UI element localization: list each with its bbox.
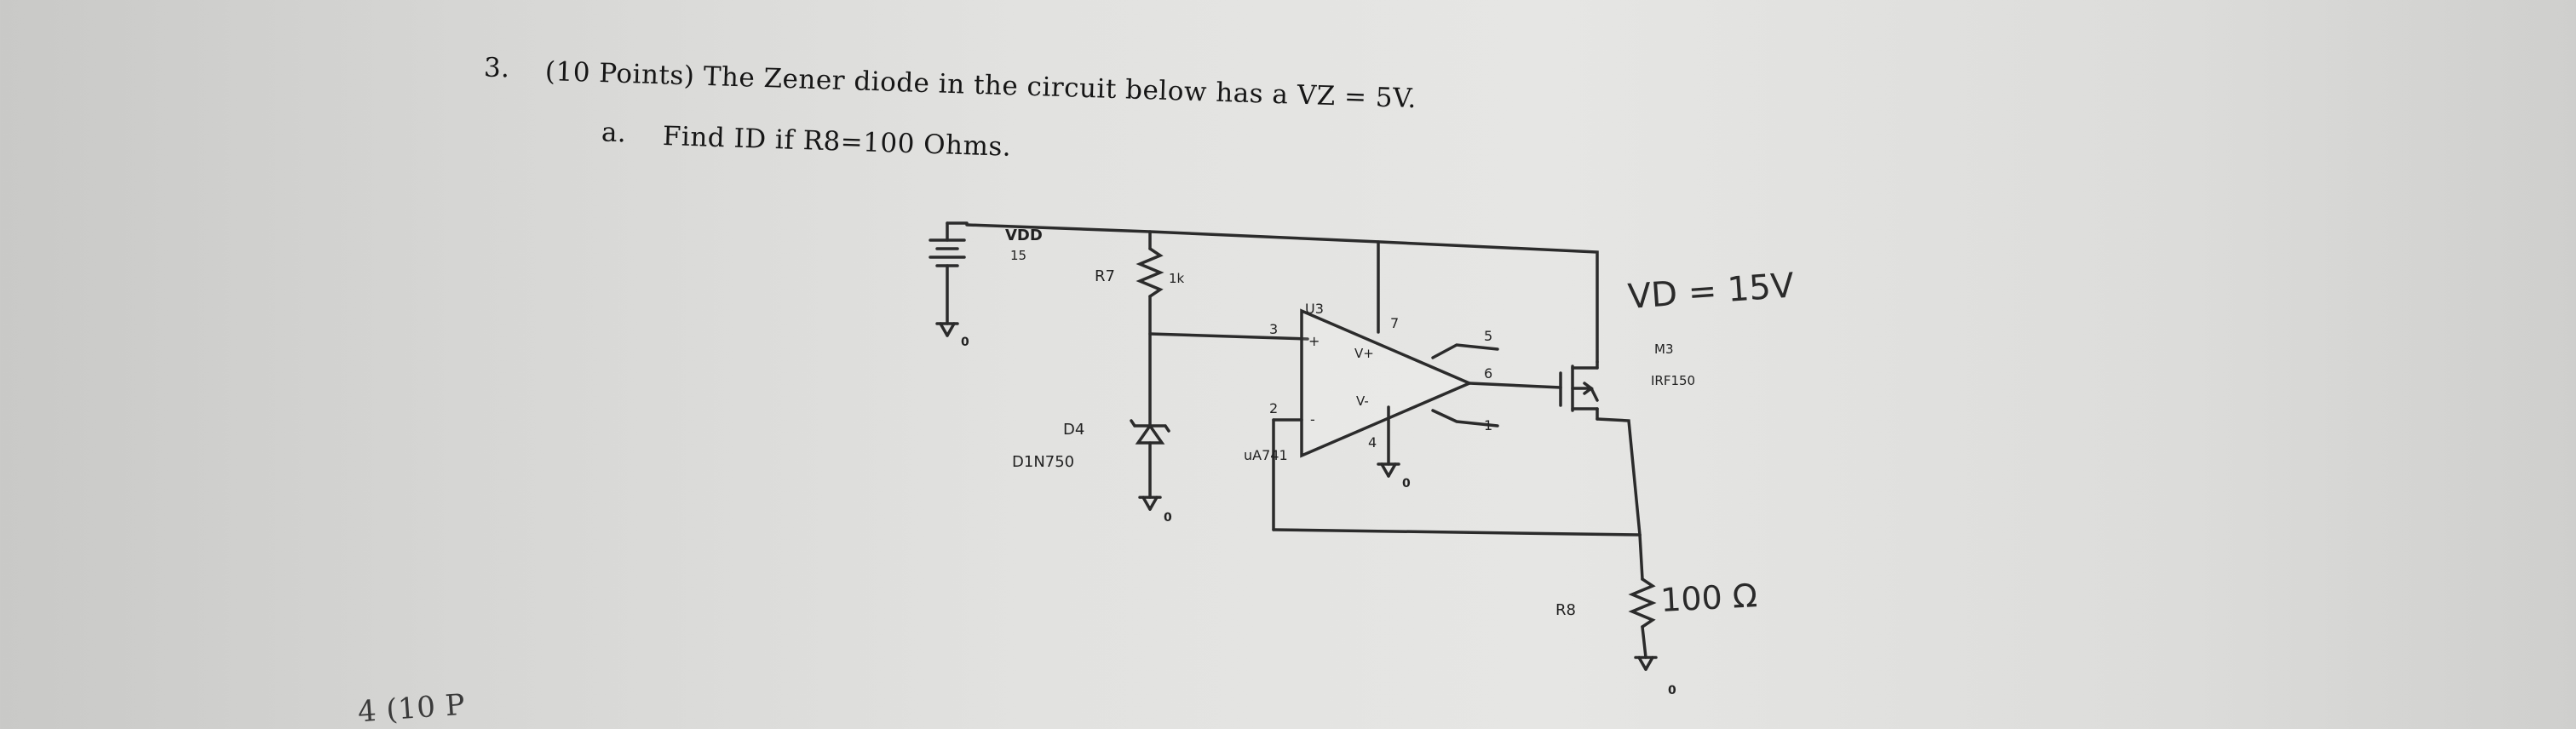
m3-part-label: IRF150: [1651, 373, 1695, 388]
u3-ground-icon: [1377, 462, 1400, 478]
d4-ground-label: 0: [1164, 511, 1172, 525]
noninverting-input-wire: [1148, 332, 1309, 341]
r7-resistor: [1136, 247, 1164, 298]
pin3-label: 3: [1269, 321, 1278, 337]
plus-sign-label: +: [1308, 333, 1320, 349]
d4-name-label: D4: [1063, 421, 1084, 439]
r8-resistor: [1628, 577, 1657, 629]
handwritten-r8-annotation: 100 Ω: [1659, 577, 1758, 619]
top-rail-wire: [965, 223, 1599, 364]
u3-ground-label: 0: [1402, 477, 1411, 491]
zener-diode-d4: [1130, 419, 1170, 499]
vdd-ground-icon: [935, 322, 959, 337]
r7-name-label: R7: [1095, 267, 1115, 285]
pin1-label: 1: [1484, 417, 1492, 433]
u3-part-label: uA741: [1244, 447, 1288, 463]
vplus-label: V+: [1354, 346, 1374, 361]
r8-ground-icon: [1634, 656, 1658, 671]
source-wire: [1596, 417, 1642, 537]
offset-null-wire-5: [1431, 343, 1499, 359]
pin5-label: 5: [1484, 328, 1492, 344]
op-amp-u3: [1300, 308, 1474, 458]
vminus-label: V-: [1356, 393, 1369, 409]
mosfet-m3: [1559, 360, 1599, 421]
m3-name-label: M3: [1654, 342, 1674, 357]
r7-value-label: 1k: [1169, 271, 1185, 286]
pin2-label: 2: [1269, 400, 1278, 416]
handwritten-vd-annotation: VD = 15V: [1626, 266, 1796, 317]
d4-part-label: D1N750: [1012, 453, 1074, 471]
pin7-label: 7: [1390, 315, 1399, 331]
vdd-ground-label: 0: [961, 336, 969, 349]
feedback-wire: [1272, 528, 1642, 537]
vdd-name-label: VDD: [1005, 227, 1043, 244]
vdd-value-label: 15: [1010, 248, 1026, 263]
r8-ground-label: 0: [1668, 684, 1676, 697]
pin6-label: 6: [1484, 365, 1492, 382]
minus-sign-label: -: [1310, 411, 1315, 428]
offset-null-wire-1: [1431, 409, 1499, 428]
vdd-source-symbol: [929, 221, 969, 325]
pin4-label: 4: [1368, 434, 1377, 451]
d4-ground-icon: [1138, 496, 1162, 511]
u3-name-label: U3: [1305, 301, 1324, 317]
r8-name-label: R8: [1555, 601, 1576, 619]
op-amp-output-wire: [1468, 382, 1562, 389]
